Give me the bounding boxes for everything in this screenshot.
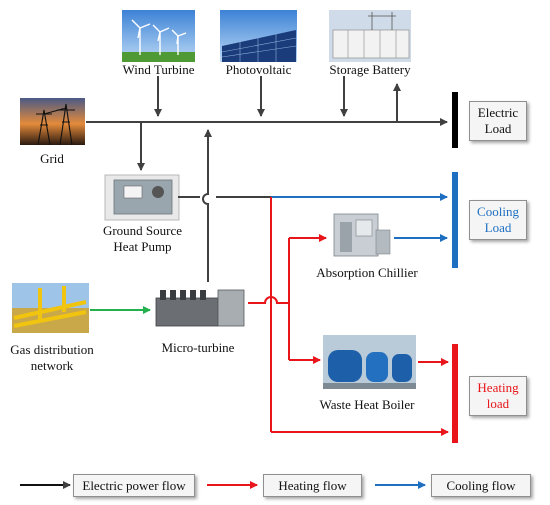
legend-cooling: Cooling flow [431, 474, 531, 497]
electric-load-box: Electric Load [469, 101, 527, 141]
electric-lines [86, 76, 448, 282]
electric-load-label-line2: Load [484, 121, 512, 136]
grid-icon [20, 98, 85, 146]
cooling-load-box: Cooling Load [469, 200, 527, 240]
waste-heat-boiler-label: Waste Heat Boiler [319, 397, 415, 412]
heat-pump-label-line2: Heat Pump [113, 239, 172, 254]
photovoltaic-label: Photovoltaic [225, 62, 292, 77]
gas-network-label-line2: network [30, 358, 74, 373]
heat-pump-label-line1: Ground Source [102, 223, 183, 238]
storage-battery-label: Storage Battery [329, 62, 411, 77]
micro-turbine-icon [152, 283, 247, 331]
waste-heat-boiler-icon [323, 335, 416, 389]
cooling-load-label-line1: Cooling [477, 204, 519, 219]
gas-network-label-line1: Gas distribution [10, 342, 94, 357]
gas-network-icon [12, 283, 89, 333]
heat-pump-icon [104, 174, 180, 221]
heating-load-label-line2: load [486, 396, 510, 411]
absorption-chiller-label: Absorption Chillier [316, 265, 418, 280]
cooling-lines [271, 193, 448, 242]
cooling-load-bar [452, 172, 458, 268]
micro-turbine-label: Micro-turbine [161, 340, 235, 355]
electric-load-label-line1: Electric [477, 105, 519, 120]
grid-label: Grid [40, 151, 64, 166]
cooling-load-label-line2: Load [484, 220, 512, 235]
heating-load-box: Heating load [469, 376, 527, 416]
legend-electric: Electric power flow [73, 474, 195, 497]
wind-turbine-icon [122, 10, 195, 62]
heating-lines [248, 197, 449, 436]
heating-load-label-line1: Heating [477, 380, 519, 395]
storage-battery-icon [329, 10, 411, 62]
electric-load-bar [452, 92, 458, 148]
wind-turbine-label: Wind Turbine [122, 62, 195, 77]
photovoltaic-icon [220, 10, 297, 62]
absorption-chiller-icon [328, 210, 392, 260]
legend-heating: Heating flow [263, 474, 362, 497]
heating-load-bar [452, 344, 458, 443]
